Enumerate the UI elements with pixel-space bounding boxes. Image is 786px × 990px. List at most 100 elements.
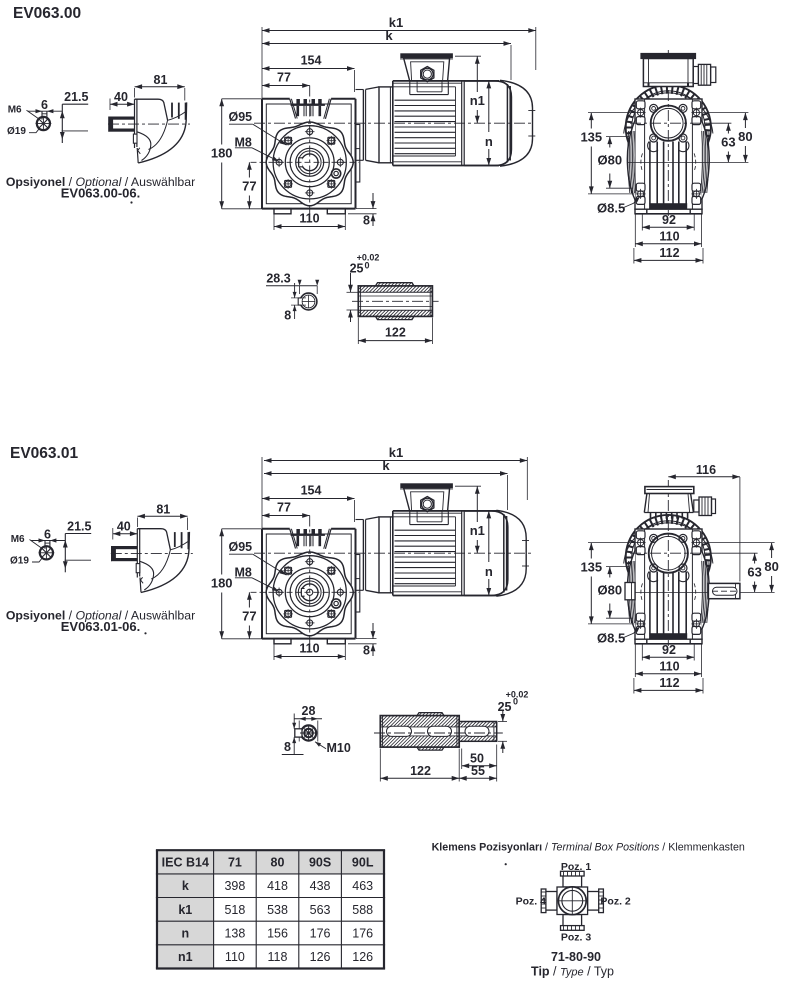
svg-text:n1: n1 xyxy=(178,950,193,964)
svg-text:154: 154 xyxy=(301,54,322,68)
svg-text:Ø19: Ø19 xyxy=(10,555,29,566)
svg-text:80: 80 xyxy=(738,129,752,144)
svg-text:77: 77 xyxy=(242,179,256,194)
svg-text:Poz. 2: Poz. 2 xyxy=(600,895,631,907)
svg-text:110: 110 xyxy=(299,212,319,226)
svg-text:28: 28 xyxy=(302,704,316,718)
svg-text:28.3: 28.3 xyxy=(266,272,290,286)
svg-text:80: 80 xyxy=(764,559,778,574)
svg-text:92: 92 xyxy=(662,213,676,227)
svg-text:110: 110 xyxy=(299,642,319,656)
svg-text:25: 25 xyxy=(350,262,364,276)
svg-text:n: n xyxy=(485,134,493,149)
svg-text:122: 122 xyxy=(385,325,406,339)
svg-text:M8: M8 xyxy=(235,135,252,149)
svg-text:k: k xyxy=(382,458,390,473)
svg-text:418: 418 xyxy=(267,879,288,893)
svg-text:77: 77 xyxy=(277,71,291,85)
svg-text:k: k xyxy=(385,28,393,43)
svg-text:156: 156 xyxy=(267,927,288,941)
svg-text:Ø95: Ø95 xyxy=(229,110,253,124)
svg-text:k1: k1 xyxy=(389,15,403,30)
svg-text:110: 110 xyxy=(659,230,679,244)
svg-text:63: 63 xyxy=(747,565,761,580)
svg-text:55: 55 xyxy=(471,764,485,778)
svg-text:n1: n1 xyxy=(470,523,485,538)
svg-text:116: 116 xyxy=(696,463,716,477)
svg-text:Tip / Type / Typ: Tip / Type / Typ xyxy=(531,964,614,978)
svg-text:154: 154 xyxy=(301,484,322,498)
svg-text:92: 92 xyxy=(662,643,676,657)
svg-text:112: 112 xyxy=(659,676,679,690)
svg-text:126: 126 xyxy=(352,950,373,964)
svg-text:135: 135 xyxy=(580,560,602,575)
svg-text:k: k xyxy=(182,879,189,893)
svg-text:180: 180 xyxy=(211,576,233,591)
svg-text:M8: M8 xyxy=(235,565,252,579)
svg-text:135: 135 xyxy=(580,130,602,145)
svg-text:50: 50 xyxy=(470,751,484,765)
svg-text:Ø80: Ø80 xyxy=(598,583,623,598)
svg-text:M6: M6 xyxy=(8,105,22,116)
svg-text:176: 176 xyxy=(310,927,331,941)
svg-text:0: 0 xyxy=(365,261,370,271)
svg-text:Opsiyonel / Optional / Auswähl: Opsiyonel / Optional / Auswählbar xyxy=(6,175,195,189)
svg-text:563: 563 xyxy=(310,903,331,917)
svg-text:n: n xyxy=(485,564,493,579)
svg-text:71-80-90: 71-80-90 xyxy=(551,950,601,964)
svg-text:77: 77 xyxy=(277,501,291,515)
svg-text:40: 40 xyxy=(117,520,131,534)
svg-text:Opsiyonel / Optional / Auswähl: Opsiyonel / Optional / Auswählbar xyxy=(6,608,195,622)
svg-text:25: 25 xyxy=(498,700,512,714)
svg-text:n1: n1 xyxy=(470,93,485,108)
svg-text:138: 138 xyxy=(224,927,245,941)
svg-text:463: 463 xyxy=(352,879,373,893)
svg-text:110: 110 xyxy=(225,950,245,964)
svg-text:6: 6 xyxy=(41,98,48,112)
svg-text:81: 81 xyxy=(154,73,168,87)
svg-text:90S: 90S xyxy=(309,856,331,870)
svg-text:Ø95: Ø95 xyxy=(229,540,253,554)
svg-text:176: 176 xyxy=(352,927,373,941)
svg-text:Ø19: Ø19 xyxy=(7,126,26,137)
svg-text:Poz. 1: Poz. 1 xyxy=(561,861,592,873)
svg-text:77: 77 xyxy=(242,609,256,624)
svg-text:518: 518 xyxy=(224,903,245,917)
svg-text:40: 40 xyxy=(114,90,128,104)
svg-text:Ø80: Ø80 xyxy=(598,153,623,168)
svg-text:80: 80 xyxy=(271,856,285,870)
svg-text:398: 398 xyxy=(224,879,245,893)
svg-text:+0.02: +0.02 xyxy=(357,252,380,262)
svg-text:21.5: 21.5 xyxy=(67,519,91,533)
svg-text:63: 63 xyxy=(721,135,735,150)
svg-text:k1: k1 xyxy=(178,903,192,917)
svg-text:IEC B14: IEC B14 xyxy=(162,856,209,870)
svg-text:M10: M10 xyxy=(327,741,351,755)
svg-text:EV063.00: EV063.00 xyxy=(13,5,81,22)
svg-text:Ø8.5: Ø8.5 xyxy=(597,630,625,645)
svg-text:438: 438 xyxy=(310,879,331,893)
svg-text:EV063.00-06.: EV063.00-06. xyxy=(61,186,141,201)
svg-text:Poz. 4: Poz. 4 xyxy=(516,895,547,907)
svg-text:110: 110 xyxy=(659,660,679,674)
svg-text:EV063.01-06.: EV063.01-06. xyxy=(61,619,141,634)
svg-text:M6: M6 xyxy=(11,534,25,545)
svg-text:90L: 90L xyxy=(352,856,374,870)
svg-text:6: 6 xyxy=(44,527,51,541)
svg-text:180: 180 xyxy=(211,146,233,161)
svg-text:n: n xyxy=(181,927,189,941)
svg-text:112: 112 xyxy=(659,246,679,260)
svg-text:Poz. 3: Poz. 3 xyxy=(561,932,592,944)
svg-text:21.5: 21.5 xyxy=(64,90,88,104)
svg-text:8: 8 xyxy=(363,214,370,228)
svg-text:81: 81 xyxy=(156,502,170,516)
svg-text:126: 126 xyxy=(310,950,331,964)
svg-text:8: 8 xyxy=(363,644,370,658)
svg-text:Klemens Pozisyonları / Termina: Klemens Pozisyonları / Terminal Box Posi… xyxy=(432,841,745,853)
svg-text:8: 8 xyxy=(284,309,291,323)
svg-text:538: 538 xyxy=(267,903,288,917)
svg-text:+0.02: +0.02 xyxy=(506,690,529,700)
svg-text:588: 588 xyxy=(352,903,373,917)
svg-text:118: 118 xyxy=(268,950,288,964)
svg-text:122: 122 xyxy=(410,764,431,778)
